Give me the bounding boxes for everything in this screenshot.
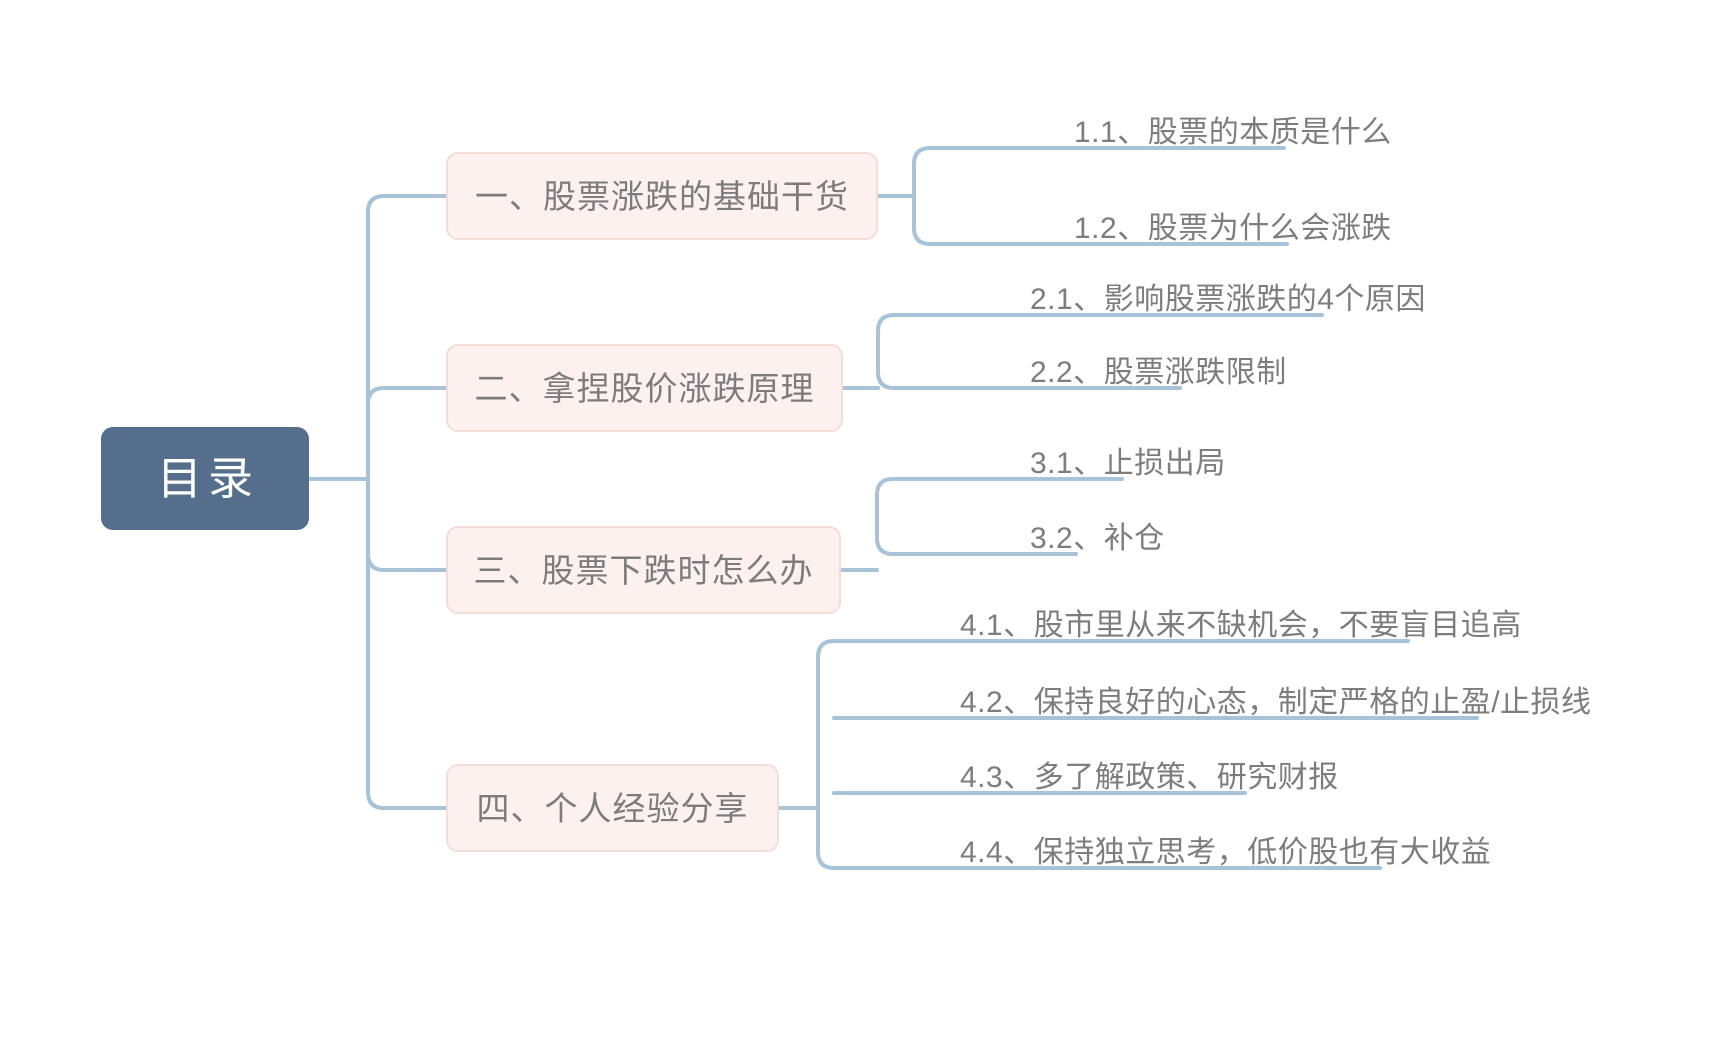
leaf-item-3-1[interactable]: 3.1、止损出局	[1030, 421, 1226, 479]
edge-root-to-branch-2	[366, 386, 448, 481]
branch-node-4-label: 四、个人经验分享	[476, 789, 749, 827]
leaf-item-3-2[interactable]: 3.2、补仓	[1030, 496, 1165, 554]
leaf-item-3-2-label: 3.2、补仓	[1030, 521, 1165, 555]
branch-node-3[interactable]: 三、股票下跌时怎么办	[446, 526, 841, 614]
edge-root-to-branch-4	[366, 477, 448, 810]
branch-node-2[interactable]: 二、拿捏股价涨跌原理	[446, 344, 843, 432]
leaf-item-1-2[interactable]: 1.2、股票为什么会涨跌	[1074, 186, 1392, 244]
leaf-item-4-3[interactable]: 4.3、多了解政策、研究财报	[960, 735, 1339, 793]
edge-branch-4-spine	[816, 639, 836, 870]
root-node[interactable]: 目录	[101, 427, 309, 530]
leaf-item-4-2-label: 4.2、保持良好的心态，制定严格的止盈/止损线	[960, 685, 1592, 719]
leaf-item-1-1-label: 1.1、股票的本质是什么	[1074, 115, 1392, 149]
leaf-item-4-4-label: 4.4、保持独立思考，低价股也有大收益	[960, 835, 1492, 869]
edge-branch-2-spine	[876, 313, 896, 390]
leaf-item-4-1[interactable]: 4.1、股市里从来不缺机会，不要盲目追高	[960, 583, 1522, 641]
leaf-item-3-1-label: 3.1、止损出局	[1030, 446, 1226, 480]
leaf-item-1-2-label: 1.2、股票为什么会涨跌	[1074, 211, 1392, 245]
branch-node-2-label: 二、拿捏股价涨跌原理	[474, 369, 815, 407]
leaf-item-2-1-label: 2.1、影响股票涨跌的4个原因	[1030, 282, 1426, 316]
root-node-label: 目录	[156, 453, 259, 504]
edge-branch-1-spine	[912, 146, 932, 246]
edge-root-to-branch-1	[366, 194, 448, 481]
branch-node-1-label: 一、股票涨跌的基础干货	[475, 177, 849, 215]
leaf-item-2-2[interactable]: 2.2、股票涨跌限制	[1030, 330, 1287, 388]
edge-root-to-branch-3	[366, 477, 448, 572]
leaf-item-4-2[interactable]: 4.2、保持良好的心态，制定严格的止盈/止损线	[960, 660, 1592, 718]
leaf-item-4-4[interactable]: 4.4、保持独立思考，低价股也有大收益	[960, 810, 1491, 868]
leaf-item-4-3-label: 4.3、多了解政策、研究财报	[960, 760, 1339, 794]
branch-node-4[interactable]: 四、个人经验分享	[446, 764, 779, 852]
leaf-item-4-1-label: 4.1、股市里从来不缺机会，不要盲目追高	[960, 608, 1522, 642]
leaf-item-2-2-label: 2.2、股票涨跌限制	[1030, 355, 1287, 389]
branch-node-3-label: 三、股票下跌时怎么办	[473, 551, 814, 589]
leaf-item-1-1[interactable]: 1.1、股票的本质是什么	[1074, 90, 1392, 148]
branch-node-1[interactable]: 一、股票涨跌的基础干货	[446, 152, 878, 240]
edge-branch-3-spine	[875, 477, 895, 556]
leaf-item-2-1[interactable]: 2.1、影响股票涨跌的4个原因	[1030, 257, 1426, 315]
